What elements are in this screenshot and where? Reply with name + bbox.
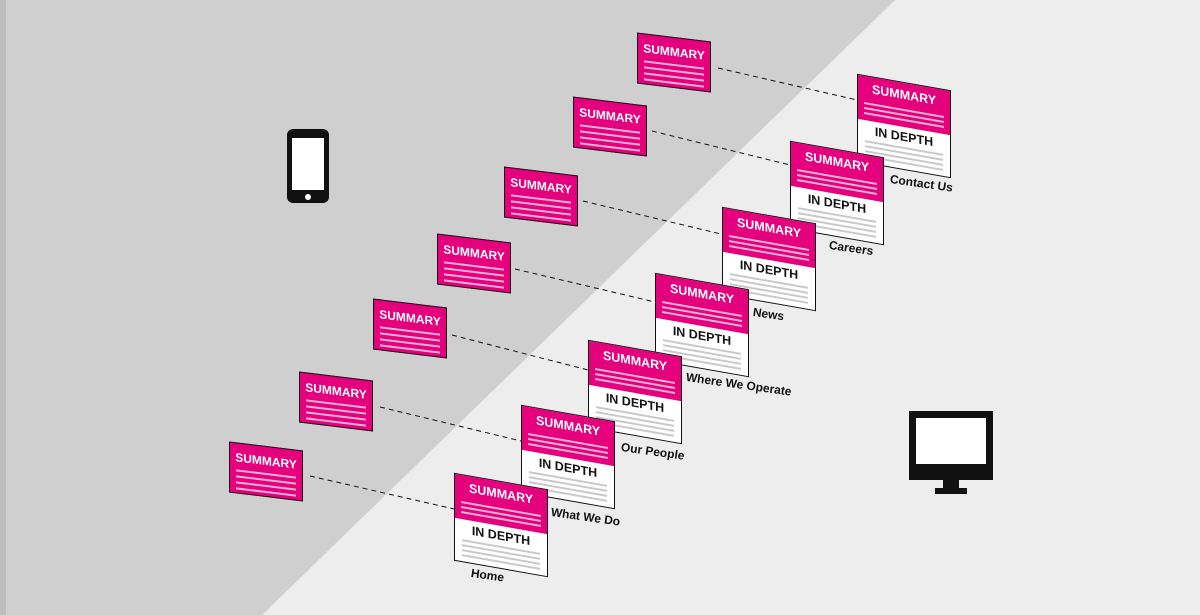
connector-contact-us <box>717 67 858 101</box>
connector-our-people <box>451 334 589 371</box>
mobile-summary-card-what-we-do: SUMMARY <box>299 371 373 432</box>
mobile-summary-card-contact-us: SUMMARY <box>637 32 711 93</box>
connector-home <box>309 475 455 510</box>
phone-icon <box>287 129 329 203</box>
desktop-card-home: SUMMARY IN DEPTH <box>454 472 548 578</box>
mobile-summary-card-home: SUMMARY <box>229 441 303 502</box>
mobile-summary-card-where-we-operate: SUMMARY <box>437 233 511 294</box>
mobile-summary-card-careers: SUMMARY <box>573 96 647 157</box>
left-edge <box>0 0 6 615</box>
connector-careers <box>651 130 791 166</box>
dark-region <box>0 0 895 615</box>
mobile-summary-card-our-people: SUMMARY <box>373 298 447 359</box>
connector-news <box>582 200 722 235</box>
connector-where-we-operate <box>514 268 656 303</box>
monitor-icon <box>909 411 993 495</box>
mobile-summary-card-news: SUMMARY <box>504 166 578 227</box>
connector-what-we-do <box>379 406 522 442</box>
